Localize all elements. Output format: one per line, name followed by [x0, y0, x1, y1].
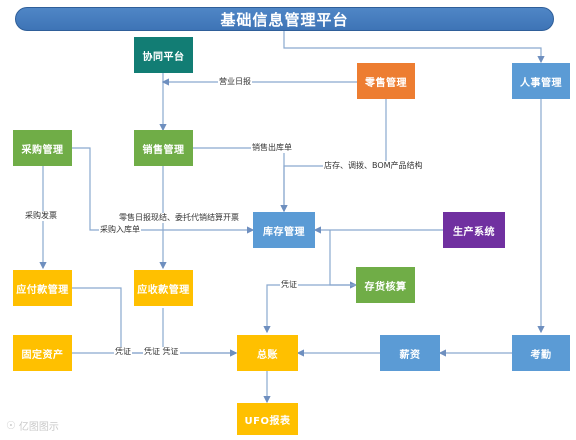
- label-caigou-fapiao: 采购发票: [24, 211, 58, 221]
- platform-title-bar: 基础信息管理平台: [15, 7, 554, 31]
- edge-lingshou-to-kucun: [280, 99, 387, 213]
- node-xietong-label: 协同平台: [142, 51, 185, 63]
- node-lingshou[interactable]: 零售管理: [357, 63, 415, 99]
- edge-caigou-to-kucun: [72, 147, 255, 234]
- node-xinzi[interactable]: 薪资: [380, 335, 440, 371]
- node-cunhuo[interactable]: 存货核算: [356, 267, 415, 303]
- node-cunhuo-label: 存货核算: [364, 281, 407, 293]
- node-guding[interactable]: 固定资产: [13, 335, 72, 371]
- edge-cunhuo-to-zongzhang: [263, 284, 356, 334]
- node-shengchan[interactable]: 生产系统: [443, 212, 505, 248]
- label-yingye-ribao: 营业日报: [218, 77, 252, 87]
- watermark: ☉ 亿图图示: [6, 418, 59, 433]
- node-yingfu[interactable]: 应付款管理: [13, 270, 72, 306]
- watermark-text: 亿图图示: [18, 422, 59, 433]
- node-kaoqin[interactable]: 考勤: [512, 335, 570, 371]
- node-kucun[interactable]: 库存管理: [253, 212, 315, 248]
- node-zongzhang-label: 总账: [257, 349, 278, 361]
- node-yingfu-label: 应付款管理: [16, 284, 69, 296]
- label-lingshou-jiesuan: 零售日报现结、委托代销结算开票: [118, 213, 240, 223]
- label-caigou-ruku: 采购入库单: [99, 225, 141, 235]
- watermark-logo-icon: ☉: [6, 419, 16, 432]
- node-xiaoshou[interactable]: 销售管理: [134, 130, 193, 166]
- node-xiaoshou-label: 销售管理: [142, 144, 185, 156]
- edge-title-to-renshi: [283, 31, 545, 64]
- node-xinzi-label: 薪资: [399, 349, 421, 361]
- node-zongzhang[interactable]: 总账: [237, 335, 298, 371]
- platform-title: 基础信息管理平台: [220, 10, 349, 29]
- node-yingshou[interactable]: 应收款管理: [134, 270, 193, 306]
- node-caigou[interactable]: 采购管理: [13, 130, 72, 166]
- node-caigou-label: 采购管理: [21, 144, 64, 156]
- label-pingzheng-yingshou: 凭证 凭证: [143, 347, 180, 357]
- edge-kucun-to-cunhuo: [329, 230, 358, 289]
- node-lingshou-label: 零售管理: [365, 77, 407, 89]
- node-shengchan-label: 生产系统: [453, 226, 495, 238]
- label-xiaoshou-chuku: 销售出库单: [251, 143, 293, 153]
- node-xietong[interactable]: 协同平台: [134, 37, 193, 73]
- node-renshi-label: 人事管理: [520, 77, 562, 89]
- label-pingzheng-cunhuo: 凭证: [280, 280, 298, 290]
- edge-xiaoshou-to-kucun: [193, 147, 288, 213]
- node-ufo[interactable]: UFO报表: [237, 403, 298, 435]
- node-ufo-label: UFO报表: [244, 415, 291, 427]
- label-pingzheng-guding: 凭证: [114, 347, 132, 357]
- node-kucun-label: 库存管理: [263, 226, 305, 238]
- node-kaoqin-label: 考勤: [530, 349, 552, 361]
- node-guding-label: 固定资产: [21, 349, 64, 361]
- node-yingshou-label: 应收款管理: [137, 284, 190, 296]
- label-dianchun-diaobo: 店存、调拨、BOM产品结构: [323, 161, 424, 171]
- node-renshi[interactable]: 人事管理: [512, 63, 570, 99]
